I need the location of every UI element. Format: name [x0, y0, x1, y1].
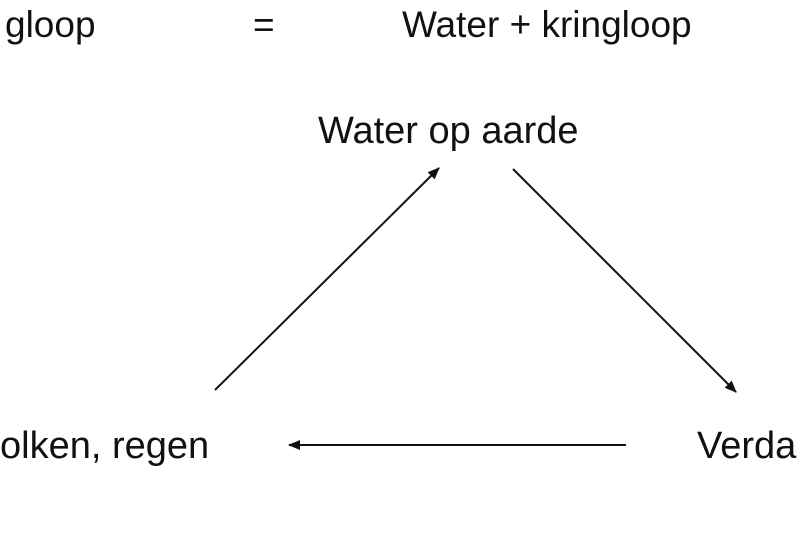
node-evaporation: Verda — [697, 425, 797, 467]
arrow-top-to-right — [512, 168, 737, 393]
arrow-left-to-top — [214, 167, 440, 391]
node-clouds-rain: olken, regen — [0, 425, 210, 467]
node-water-on-earth: Water op aarde — [318, 110, 579, 152]
title-equals-sign: = — [253, 4, 275, 45]
title-right-term: Water + kringloop — [402, 4, 692, 45]
title-left-term: gloop — [5, 4, 96, 45]
